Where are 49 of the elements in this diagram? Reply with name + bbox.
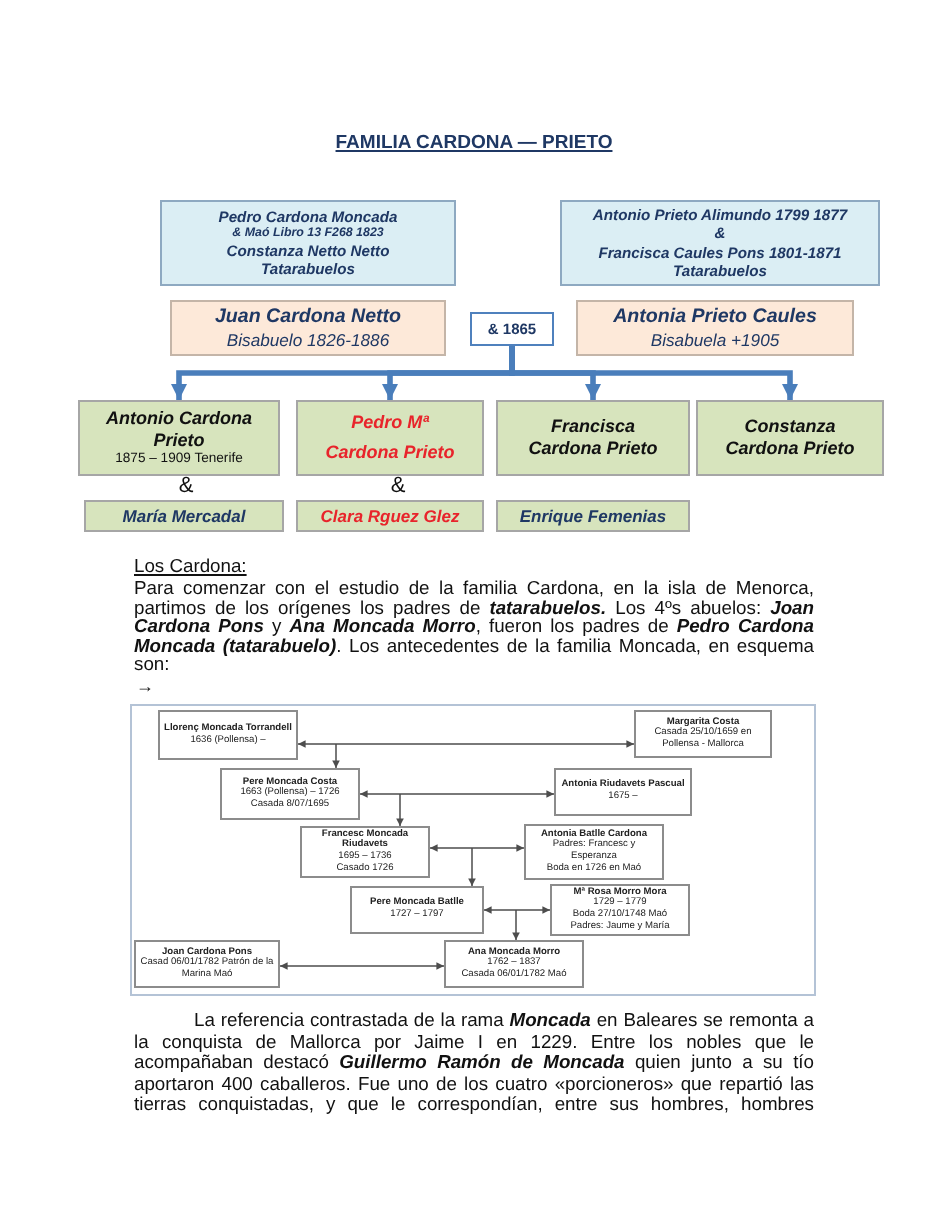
spouse-box — [296, 500, 484, 532]
arrow — [332, 743, 340, 769]
double-arrow — [483, 906, 551, 914]
spouse-name: María Mercadal — [122, 505, 246, 527]
spouse-name: Clara Rguez Glez — [320, 505, 460, 527]
double-arrow — [279, 962, 445, 970]
person-name: Constanza Cardona Prieto — [723, 416, 857, 460]
arrow-glyph: → — [136, 676, 154, 698]
person-box — [550, 884, 690, 936]
child-box — [296, 400, 484, 476]
person-name: Antonia Prieto Caules — [613, 305, 817, 330]
body-paragraph: Para comenzar con el estudio de la familia Cardona, en la isla de Menorca, partimos de los orígenes los padres de tatarabuelos. Los 4ºs abuelos: Joan Cardona Pons y Ana Moncada Morro, fueron los padres de Pedro Cardona Moncada (tatarabuelo). Los antecedentes de la familia Moncada, en esquema son: — [134, 578, 814, 674]
child-box — [496, 400, 690, 476]
double-arrow — [297, 740, 635, 748]
person-box — [158, 710, 298, 760]
person-box — [134, 940, 280, 988]
person-box — [300, 826, 430, 878]
person-box — [634, 710, 772, 758]
person-box — [554, 768, 692, 816]
person-box — [444, 940, 584, 988]
arrow — [396, 793, 404, 827]
person-box — [576, 300, 854, 356]
arrow — [512, 909, 520, 941]
spouse-box — [496, 500, 690, 532]
person-box — [350, 886, 484, 934]
generation-label: Bisabuela +1905 — [650, 329, 780, 351]
ampersand-text: & — [388, 474, 408, 500]
person-box — [170, 300, 446, 356]
generation-label: Bisabuelo 1826-1886 — [226, 329, 390, 351]
page-title: FAMILIA CARDONA — PRIETO — [335, 132, 613, 154]
person-name: Pedro Mª Cardona Prieto — [323, 410, 457, 466]
person-name: Francisca Cardona Prieto — [526, 416, 660, 460]
double-arrow — [429, 844, 525, 852]
ampersand-text: & — [176, 474, 196, 500]
ancestor-box — [560, 200, 880, 286]
person-name: Juan Cardona Netto — [214, 305, 402, 330]
person-name: Antonio Cardona Prieto — [104, 408, 254, 452]
spouse-box — [84, 500, 284, 532]
arrow — [468, 847, 476, 887]
body-paragraph: La referencia contrastada de la rama Moncada en Baleares se remonta a la conquista de Mallorca por Jaime I en 1229. Entre los nobles que le acompañaban destacó Guillermo Ramón de Moncada quien junto a su tío aportaron 400 caballeros. Fue uno de los cuatro «porcioneros» que repartió las tierras conquistadas, y que le correspondían, entre sus hombres, hombres — [134, 1010, 814, 1116]
child-box — [696, 400, 884, 476]
marriage-box — [470, 312, 554, 346]
child-box — [78, 400, 280, 476]
spouse-name: Enrique Femenias — [519, 505, 667, 527]
double-arrow — [359, 790, 555, 798]
ancestor-box — [160, 200, 456, 286]
person-box — [524, 824, 664, 880]
section-heading: Los Cardona: — [134, 556, 247, 576]
person-box — [220, 768, 360, 820]
